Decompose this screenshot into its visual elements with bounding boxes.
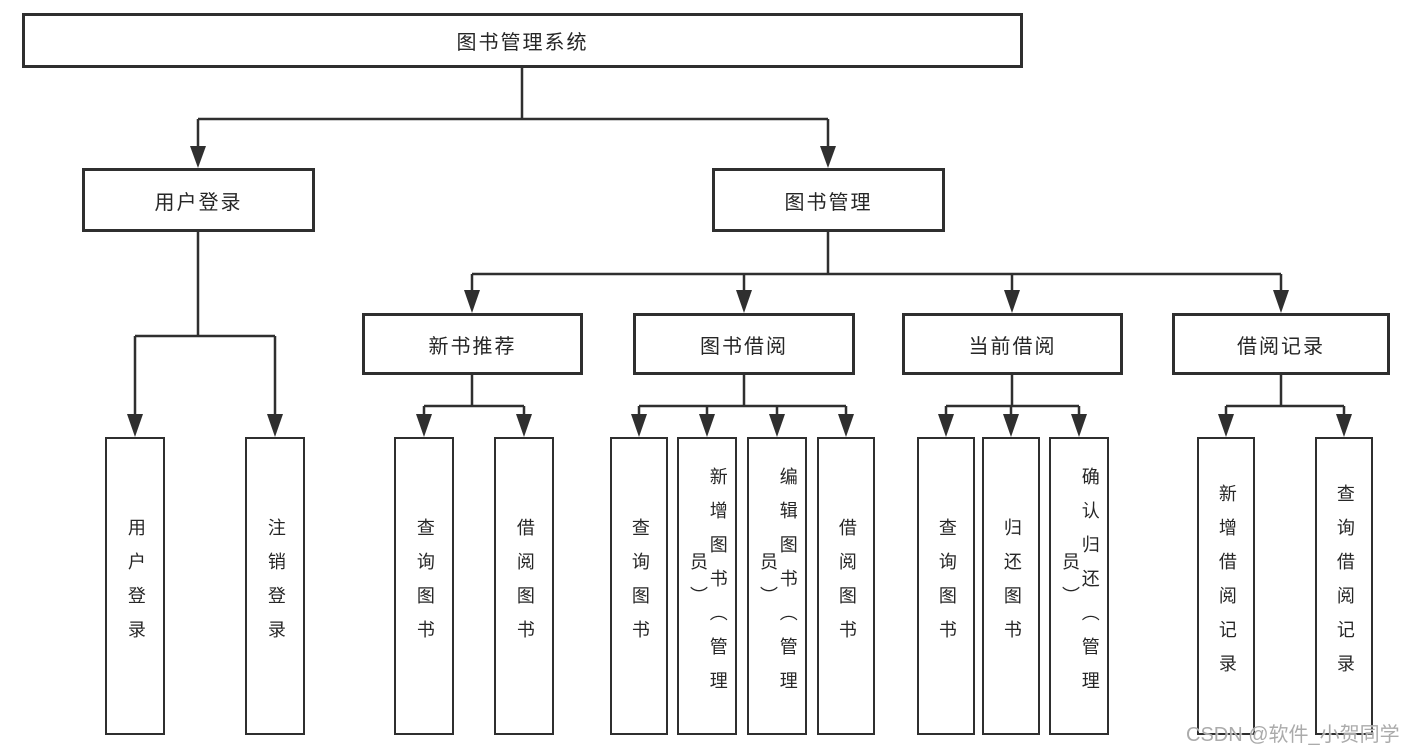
leaf-logout: 注销登录 [245,437,305,735]
node-book-manage: 图书管理 [712,168,945,232]
connector-user-login-branch [127,232,283,437]
connector-current-borrow-branch [938,375,1087,437]
leaf-current-return-books: 归还图书 [982,437,1040,735]
node-book-borrow: 图书借阅 [633,313,855,375]
leaf-borrow-query-books: 查询图书 [610,437,668,735]
node-current-borrow: 当前借阅 [902,313,1123,375]
leaf-borrow-borrow-books: 借阅图书 [817,437,875,735]
leaf-current-confirm-return-admin: 确认归还（管理员） [1049,437,1109,735]
connector-book-manage-branch [464,232,1289,313]
connector-book-borrow-branch [631,375,854,437]
node-new-book-recommend: 新书推荐 [362,313,583,375]
leaf-recommend-borrow-books: 借阅图书 [494,437,554,735]
connector-root-to-level2 [190,66,836,168]
leaf-records-add-record: 新增借阅记录 [1197,437,1255,735]
node-root: 图书管理系统 [22,13,1023,68]
leaf-borrow-add-books-admin: 新增图书（管理员） [677,437,737,735]
leaf-recommend-query-books: 查询图书 [394,437,454,735]
leaf-user-login: 用户登录 [105,437,165,735]
connector-borrow-records-branch [1218,375,1352,437]
connector-new-book-recommend-branch [416,375,532,437]
leaf-current-query-books: 查询图书 [917,437,975,735]
watermark: CSDN @软件_小贺同学 [1186,724,1400,746]
leaf-records-query-record: 查询借阅记录 [1315,437,1373,735]
leaf-borrow-edit-books-admin: 编辑图书（管理员） [747,437,807,735]
node-user-login: 用户登录 [82,168,315,232]
node-borrow-records: 借阅记录 [1172,313,1390,375]
